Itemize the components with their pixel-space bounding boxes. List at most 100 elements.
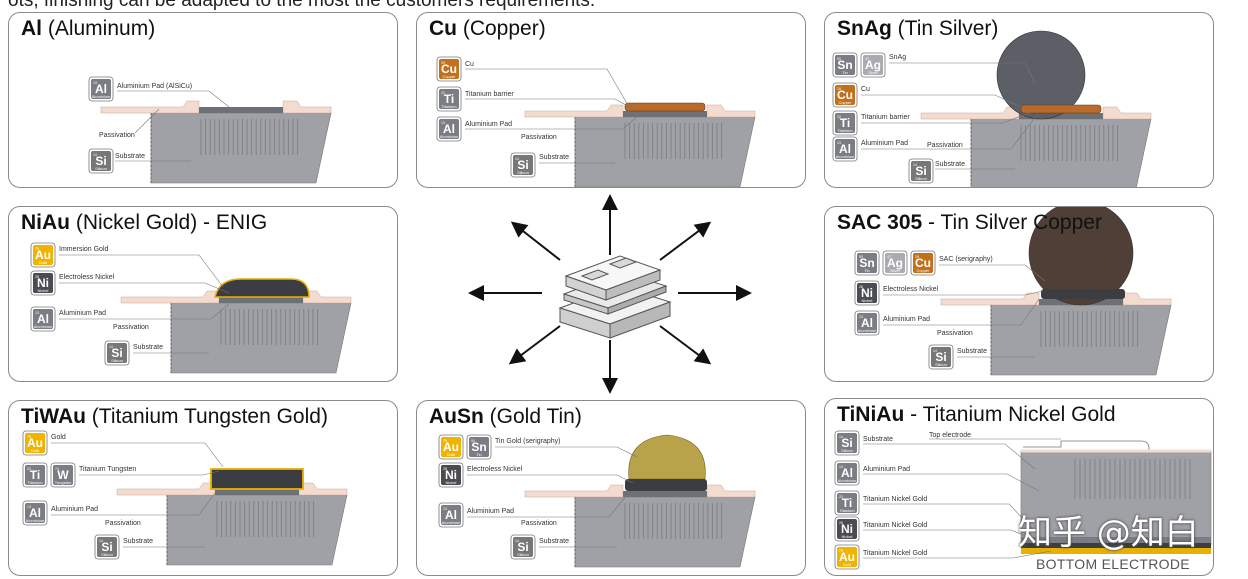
panel-title: NiAu (Nickel Gold) - ENIG	[21, 211, 268, 234]
element-number: 13	[859, 315, 863, 319]
element-symbol: Sn	[859, 256, 874, 270]
element-symbol: Al	[29, 506, 41, 520]
element-name: Nickel	[842, 534, 853, 539]
sac-solder-ball	[1028, 207, 1134, 306]
tile-fill	[441, 505, 461, 525]
passivation-left	[524, 484, 624, 498]
element-number: 29	[915, 255, 919, 259]
au-layer	[1021, 548, 1211, 554]
tile-fill	[441, 465, 461, 485]
element-name: Tin	[864, 268, 869, 273]
layer-label: Aluminium Pad	[467, 508, 514, 515]
layer-label: Immersion Gold	[59, 246, 109, 253]
tile-fill	[25, 433, 45, 453]
leader-line	[117, 90, 230, 108]
element-name: Gold	[39, 260, 47, 265]
element-number: 50	[837, 57, 841, 61]
element-number: 14	[93, 153, 97, 157]
layer-label: Aluminium Pad	[59, 310, 106, 317]
leader-line	[467, 474, 634, 484]
arrows	[468, 194, 752, 394]
tile-fill	[857, 283, 877, 303]
tile-fill	[857, 253, 877, 273]
element-symbol: Al	[37, 312, 49, 326]
layer-label: Titanium Nickel Gold	[863, 550, 927, 557]
passivation-label: Passivation	[927, 142, 963, 149]
tile-fill	[53, 465, 73, 485]
tile-fill	[863, 55, 883, 75]
element-symbol: Cu	[915, 256, 931, 270]
element-symbol: Ti	[842, 496, 852, 510]
aluminium-pad	[219, 297, 303, 303]
element-symbol: Ni	[37, 276, 49, 290]
element-name: Silicon	[517, 552, 529, 557]
layer-label: Titanium Tungsten	[79, 466, 136, 473]
nickel-layer	[625, 479, 707, 491]
element-number: 28	[35, 275, 39, 279]
element-name: Aluminium	[92, 94, 111, 99]
substrate-label: Substrate	[123, 538, 153, 545]
layer-label: Tin Gold (serigraphy)	[495, 438, 561, 445]
substrate-hatch	[220, 309, 319, 345]
element-symbol: Si	[101, 540, 112, 554]
element-number: 79	[443, 439, 447, 443]
element-symbol: Al	[443, 122, 455, 136]
tile-fill	[835, 55, 855, 75]
tile-fill	[469, 437, 489, 457]
tile-fill	[439, 119, 459, 139]
element-symbol: Si	[935, 350, 946, 364]
element-name: Aluminium	[442, 520, 461, 525]
element-symbol: Si	[95, 154, 106, 168]
tile-fill	[25, 465, 45, 485]
element-name: Copper	[838, 100, 852, 105]
substrate-block	[150, 112, 332, 184]
element-symbol: Si	[841, 436, 852, 450]
aluminium-pad	[623, 491, 707, 497]
element-symbol: Si	[517, 158, 528, 172]
leader-line	[863, 550, 1052, 559]
element-name: Silicon	[935, 362, 947, 367]
element-name: Silicon	[101, 552, 113, 557]
watermark: 知乎 @知白	[1018, 513, 1199, 553]
leader-line	[495, 446, 638, 458]
element-symbol: Si	[111, 346, 122, 360]
element-number: 47	[887, 255, 891, 259]
tile-fill	[33, 273, 53, 293]
header-text: ots, finishing can be adapted to the mos…	[8, 0, 596, 11]
layer-label: Aluminium Pad	[51, 506, 98, 513]
tiniau-diagram: Top electrode14SiSiliconSubstrate13AlAlu…	[834, 430, 1212, 570]
tile-fill	[97, 537, 117, 557]
element-symbol: Ag	[865, 58, 881, 72]
arrow-down-right	[659, 325, 712, 365]
arrow-down-left	[508, 325, 561, 365]
leader-line	[863, 529, 1048, 546]
leader-line	[883, 298, 1040, 326]
bottom-electrode-label: BOTTOM ELECTRODE	[1036, 556, 1190, 572]
element-name: Silver	[890, 268, 901, 273]
tile-fill	[913, 253, 933, 273]
tile-fill	[513, 537, 533, 557]
leader-line	[465, 68, 630, 108]
element-symbol: Ti	[840, 116, 850, 130]
element-symbol: Ni	[841, 522, 853, 536]
passivation-left	[120, 290, 220, 304]
tile-fill	[837, 433, 857, 453]
layer-label: Aluminium Pad	[883, 316, 930, 323]
element-symbol: Al	[445, 508, 457, 522]
panel-title: AuSn (Gold Tin)	[429, 405, 582, 428]
element-name: Nickel	[38, 288, 49, 293]
element-number: 29	[837, 87, 841, 91]
element-name: Gold	[31, 448, 39, 453]
